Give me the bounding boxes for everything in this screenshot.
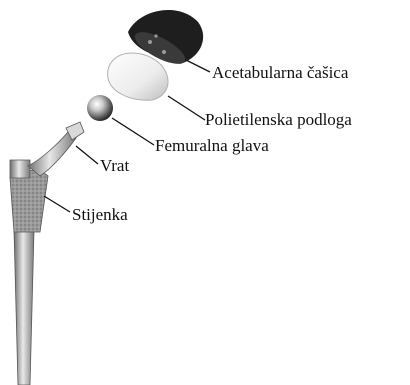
label-acetabular-cup: Acetabularna čašica <box>212 63 348 83</box>
femoral-stem-shape <box>10 122 84 385</box>
leader-acetabular <box>186 60 210 72</box>
polyethylene-liner-shape <box>108 53 168 100</box>
leader-head <box>112 118 154 145</box>
label-femoral-head: Femuralna glava <box>155 136 269 156</box>
leader-stem <box>44 196 70 212</box>
label-neck: Vrat <box>100 156 129 176</box>
label-polyethylene-liner: Polietilenska podloga <box>205 110 352 130</box>
leader-neck <box>76 146 98 164</box>
label-stem: Stijenka <box>72 205 128 225</box>
femoral-head-shape <box>87 95 113 121</box>
leader-liner <box>168 96 205 120</box>
